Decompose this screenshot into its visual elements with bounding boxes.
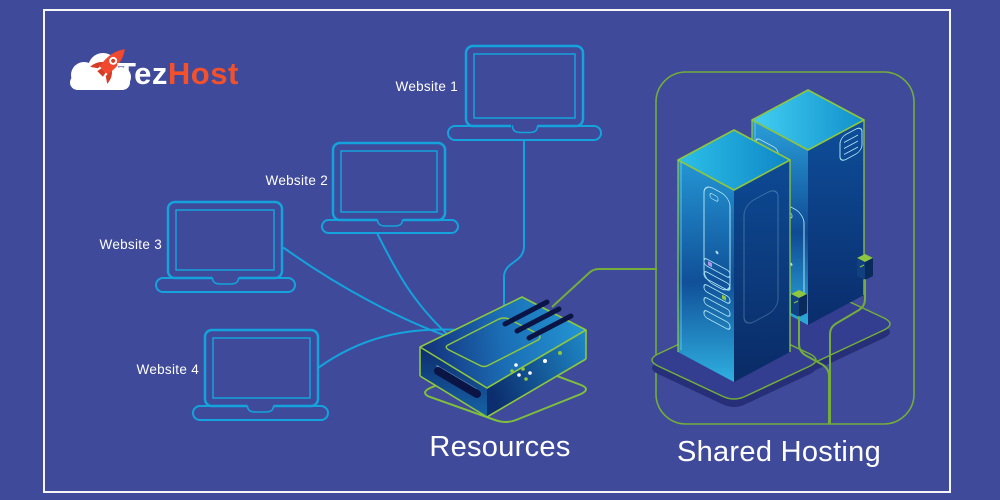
server-front-face [678,160,734,382]
server-drive-bays [703,258,731,330]
router-vents [502,299,574,341]
rocket-trail-lines [85,68,106,87]
server-port-front [791,290,807,317]
laptop-screen-inner [175,209,275,271]
laptop-website-3 [155,200,296,293]
cable-website-4 [317,328,461,369]
server-side-face [808,120,864,325]
website-4-label: Website 4 [137,362,200,377]
laptop-notch [511,125,539,134]
laptop-website-2 [321,141,459,234]
website-2-label: Website 2 [266,173,328,188]
laptop-notch [376,219,404,227]
shared-hosting-label: Shared Hosting [677,436,881,468]
frame-border [43,9,951,493]
rocket-icon [85,49,125,87]
server-side-panel [743,190,779,324]
laptop-screen-inner [473,53,576,119]
resources-label: Resources [429,431,570,463]
laptop-notch [211,277,240,285]
website-3-label: Website 3 [100,237,162,252]
laptop-website-4 [192,328,329,421]
brand-secondary: Host [168,56,239,91]
server-edge-highlights [677,160,791,352]
cable-server-back [829,279,866,424]
shared-hosting-container [655,71,915,425]
laptop-screen-inner [340,150,438,213]
laptop-notch [246,405,275,413]
server-side-face [734,160,790,382]
cable-website-1 [503,139,525,311]
server-door-panel [703,186,731,291]
laptop-screen-inner [212,337,311,399]
router-slot [434,367,481,398]
cable-website-2 [376,232,449,336]
tezhost-logo: TezHost [70,49,239,91]
website-1-label: Website 1 [396,79,458,94]
server-port-back [857,254,873,280]
brand-primary: Tez [117,56,168,91]
router-top-panel [445,317,541,368]
router-leds [510,351,562,381]
brand-text: TezHost [117,56,239,91]
server-vent-grill [839,127,863,161]
cable-website-3 [283,247,459,341]
router-bottom-edges [419,330,587,418]
server-tower-front [677,129,807,382]
laptop-website-1 [447,44,602,141]
router [419,296,587,423]
cable-server-front [798,316,830,424]
cable-router-to-hosting [551,268,657,308]
